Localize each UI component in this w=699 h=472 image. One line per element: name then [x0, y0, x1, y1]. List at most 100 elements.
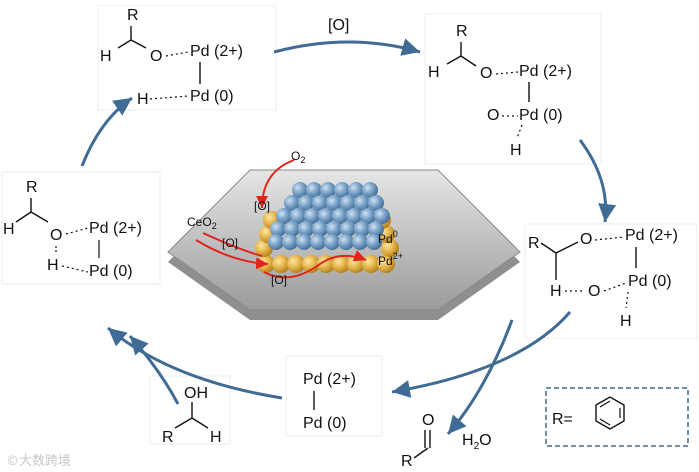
r-group-label: R — [401, 453, 413, 470]
ceo2-arrow-1 — [202, 232, 263, 257]
o-atom-label: O — [50, 227, 62, 244]
intermediate-top-right: R H O Pd (2+) O Pd (0) H — [428, 23, 572, 159]
o-atom-label: O — [422, 412, 434, 429]
r-group-label: R — [26, 179, 38, 196]
pd-metal-atom — [354, 195, 370, 211]
oxygen-label-2: [O] — [222, 236, 238, 250]
h-atom-label: H — [100, 48, 112, 65]
pd-metal-atom — [268, 234, 284, 250]
pd2-label: Pd (2+) — [89, 220, 142, 237]
arrow-bottom — [391, 311, 572, 398]
h-atom-label: H — [47, 257, 59, 274]
surface-o-arrow — [263, 250, 367, 279]
o2-label: O2 — [291, 149, 305, 165]
pd-metal-atom — [340, 195, 356, 211]
pd2-label: Pd (2+) — [625, 227, 678, 244]
pd0-label: Pd (0) — [89, 263, 133, 280]
pd2-label: Pd (2+) — [303, 371, 356, 388]
arrow-release-product — [446, 319, 514, 435]
pd-metal-atom — [326, 195, 342, 211]
water-label: H2O — [462, 432, 492, 452]
pd-metal-atom — [346, 208, 362, 224]
pd-metal-atom — [368, 221, 384, 237]
h-atom-label: H — [550, 283, 562, 300]
panel-top-right — [424, 13, 602, 165]
pd-metal-atom — [368, 195, 384, 211]
pd2-label: Pd (2+) — [190, 43, 243, 60]
pd-metal-atom — [310, 234, 326, 250]
pd-oxide-atom — [272, 255, 290, 273]
pd-metal-atom — [332, 208, 348, 224]
r-group-label: R — [162, 429, 174, 446]
panel-right — [524, 223, 698, 339]
oh-group-label: OH — [184, 385, 208, 402]
pd-metal-atom — [312, 195, 328, 211]
pd-metal-atom — [306, 182, 322, 198]
intermediate-left: R H O Pd (2+) H Pd (0) — [3, 179, 142, 280]
pd-metal-atom — [284, 195, 300, 211]
pd0-label: Pd (0) — [519, 107, 563, 124]
oxidant-label: [O] — [328, 17, 349, 34]
pd-oxide-atom — [377, 255, 395, 273]
watermark: ©大数跨境 — [6, 454, 72, 469]
pd-metal-atom — [324, 234, 340, 250]
h-atom-label: H — [210, 429, 222, 446]
pd-metal-atom — [304, 208, 320, 224]
pd-metal-atom — [298, 195, 314, 211]
arrow-bottom-left — [107, 326, 283, 400]
pd-metal-atom — [282, 234, 298, 250]
intermediate-top-left: R H O Pd (2+) H Pd (0) — [100, 7, 243, 108]
arrow-alcohol-adsorption — [128, 335, 180, 405]
pd-oxide-atom — [332, 255, 350, 273]
pd-metal-atom — [366, 234, 382, 250]
o-atom-label: O — [588, 283, 600, 300]
h-atom-label: H — [510, 142, 522, 159]
o2-arrow — [256, 159, 295, 209]
arrow-left-up — [80, 96, 133, 167]
ceo2-label: CeO2 — [187, 215, 217, 231]
product-aldehyde: O R — [401, 412, 434, 470]
pd-metal-atom — [338, 234, 354, 250]
r-group-label: R — [528, 235, 540, 252]
pd-oxide-atom — [302, 255, 320, 273]
pd0-label: Pd (0) — [303, 415, 347, 432]
reactant-alcohol: OH R H — [162, 385, 222, 446]
pd-metal-atom — [276, 208, 292, 224]
o-atom-label: O — [580, 231, 592, 248]
benzene-ring-icon — [595, 396, 625, 430]
pd-metal-atom — [360, 208, 376, 224]
h-atom-label: H — [137, 91, 149, 108]
h-atom-label: H — [620, 313, 632, 330]
intermediate-right: R O Pd (2+) Pd (0) H O H — [528, 227, 678, 330]
pd-metal-atom — [320, 182, 336, 198]
pd-metal-atom — [292, 182, 308, 198]
pd-metal-atom — [348, 182, 364, 198]
pd-oxide-atom — [362, 255, 380, 273]
oxygen-label-1: [O] — [254, 199, 270, 213]
pd-metal-atom — [352, 234, 368, 250]
r-equals-label: R= — [552, 411, 573, 428]
pd-metal-atom — [334, 182, 350, 198]
pd2-surface-label: Pd2+ — [378, 251, 403, 268]
pd-metal-atom — [298, 221, 314, 237]
panel-bottom-center — [285, 355, 383, 437]
pd-metal-atom — [362, 182, 378, 198]
pd-metal-atom — [296, 234, 312, 250]
r-definition-box: R= — [545, 387, 689, 447]
pd0-label: Pd (0) — [190, 88, 234, 105]
panel-top-left — [97, 5, 277, 111]
r-group-label: R — [127, 7, 139, 24]
pd-metal-atom — [290, 208, 306, 224]
catalyst-illustration: O2 CeO2 [O] [O] [O] Pd0 Pd2+ — [167, 149, 521, 320]
pd-nanoparticle — [255, 182, 399, 273]
arrow-oxidation — [273, 38, 421, 56]
pd-metal-atom — [284, 221, 300, 237]
pd-metal-atom — [354, 221, 370, 237]
h-atom-label: H — [428, 64, 440, 81]
pd2-label: Pd (2+) — [519, 63, 572, 80]
o-atom-label: O — [150, 48, 162, 65]
intermediate-bottom: Pd (2+) Pd (0) — [303, 371, 356, 432]
pd-metal-atom — [318, 208, 334, 224]
oxygen-label-3: [O] — [271, 273, 287, 287]
pd-metal-atom — [326, 221, 342, 237]
